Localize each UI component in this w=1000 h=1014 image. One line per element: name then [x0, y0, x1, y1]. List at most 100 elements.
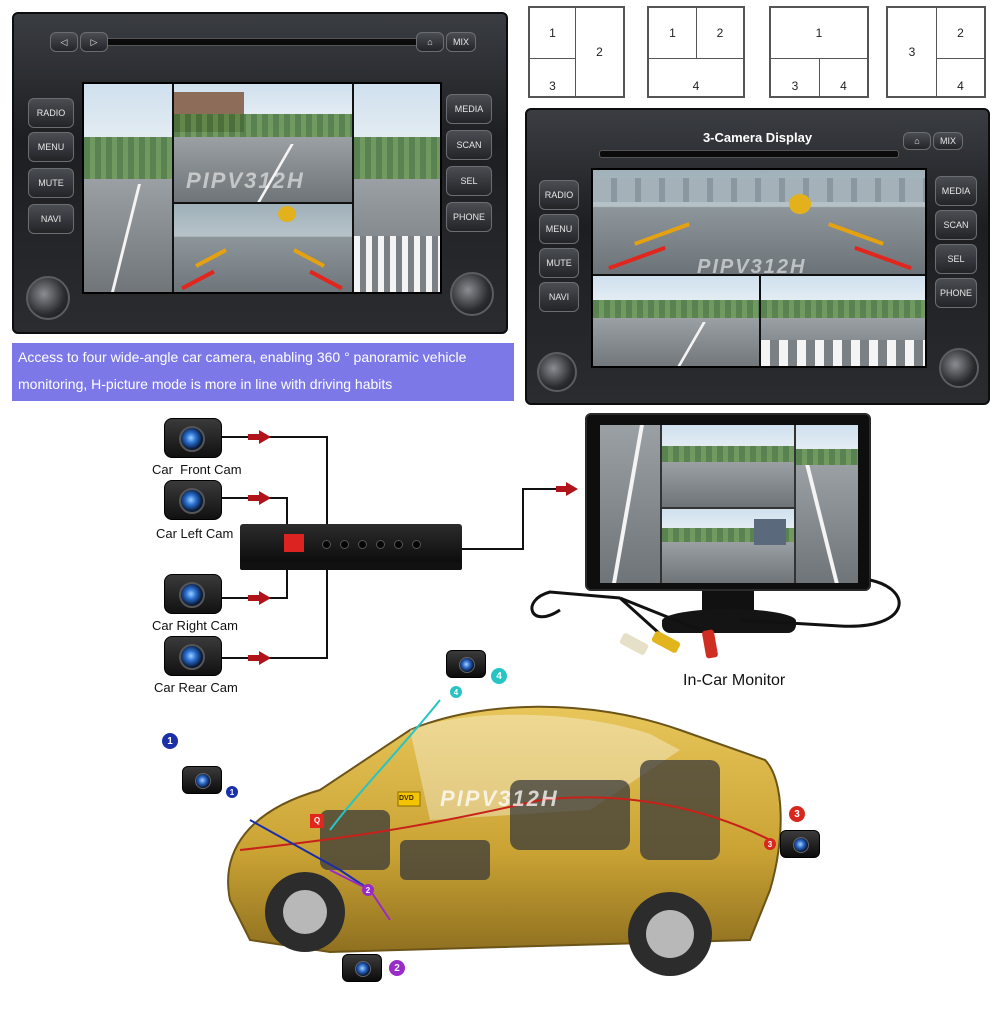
layout-cell: 4: [648, 58, 744, 97]
navi-button[interactable]: NAVI: [28, 204, 74, 234]
caption-banner: Access to four wide-angle car camera, en…: [12, 343, 514, 401]
marker-3-small: 3: [764, 838, 776, 850]
av-cable: [530, 578, 901, 636]
phone-button[interactable]: PHONE: [935, 278, 977, 308]
mix-button[interactable]: MIX: [446, 32, 476, 52]
prev-button[interactable]: ◁: [50, 32, 78, 52]
media-button[interactable]: MEDIA: [935, 176, 977, 206]
layout-cell: 1: [648, 7, 697, 59]
menu-button[interactable]: MENU: [539, 214, 579, 244]
camera-view-left: [600, 425, 660, 583]
port-icon: [340, 540, 349, 549]
signal-arrow: [556, 486, 568, 492]
cd-slot: [94, 38, 424, 46]
port-icon: [322, 540, 331, 549]
layout-diagram-3: 1 3 4: [769, 6, 869, 98]
left-camera-icon: [446, 650, 486, 678]
head-unit-left: ◁ ▷ ⌂ MIX RADIO MENU MUTE NAVI MEDIA SCA…: [12, 12, 508, 334]
right-camera-icon: [342, 954, 382, 982]
signal-arrow: [259, 491, 271, 505]
wire: [326, 436, 328, 526]
camera-view-right: [761, 276, 925, 366]
front-cam-label: Car Front Cam: [152, 462, 242, 477]
left-cam-label: Car Left Cam: [156, 526, 234, 541]
camera-view-right: [796, 425, 858, 583]
port-icon: [412, 540, 421, 549]
watermark: PIPV312H: [697, 256, 807, 278]
signal-arrow: [248, 495, 260, 501]
head-unit-right: 3-Camera Display ⌂ MIX RADIO MENU MUTE N…: [525, 108, 990, 405]
wire: [222, 436, 328, 438]
layout-diagram-4: 3 2 4: [886, 6, 986, 98]
layout-cell: 2: [575, 7, 624, 97]
mute-button[interactable]: MUTE: [28, 168, 74, 198]
front-camera-icon: [182, 766, 222, 794]
rear-cam-label: Car Rear Cam: [154, 680, 238, 695]
marker-2: 2: [389, 960, 405, 976]
volume-knob[interactable]: [939, 348, 979, 388]
layout-diagram-2: 1 2 4: [647, 6, 745, 98]
wire: [286, 497, 288, 527]
signal-arrow: [566, 482, 578, 496]
layout-cell: 4: [819, 58, 868, 97]
layout-diagram-1: 1 2 3: [528, 6, 625, 98]
signal-arrow: [248, 655, 260, 661]
camera-view-rear: [593, 170, 925, 274]
scan-button[interactable]: SCAN: [446, 130, 492, 160]
radio-button[interactable]: RADIO: [539, 180, 579, 210]
right-cam-label: Car Right Cam: [152, 618, 238, 633]
head-unit-screen: PIPV312H: [82, 82, 442, 294]
sel-button[interactable]: SEL: [446, 166, 492, 196]
front-camera-icon: [164, 418, 222, 458]
port-icon: [394, 540, 403, 549]
camera-view-left: [84, 84, 172, 292]
marker-2-small: 2: [362, 884, 374, 896]
multiplexer-box: [240, 524, 462, 568]
scan-button[interactable]: SCAN: [935, 210, 977, 240]
power-knob[interactable]: [537, 352, 577, 392]
layout-cell: 3: [770, 58, 820, 97]
right-camera-icon: [164, 574, 222, 614]
layout-cell: 4: [936, 58, 985, 97]
camera-view-rear: [662, 509, 794, 583]
car-cutaway-illustration: [227, 699, 782, 976]
cd-slot: [599, 150, 899, 158]
dvd-tag: DVD: [399, 795, 414, 802]
camera-view-rear: [174, 204, 352, 292]
camera-view-front: [174, 84, 352, 202]
marker-4-small: 4: [450, 686, 462, 698]
monitor-stand: [702, 591, 754, 611]
navi-button[interactable]: NAVI: [539, 282, 579, 312]
phone-button[interactable]: PHONE: [446, 202, 492, 232]
port-icon: [376, 540, 385, 549]
caption-text: Access to four wide-angle car camera, en…: [18, 349, 467, 392]
signal-arrow: [259, 430, 271, 444]
port-icon: [358, 540, 367, 549]
q-tag: Q: [314, 816, 321, 825]
power-knob[interactable]: [26, 276, 70, 320]
mix-button[interactable]: MIX: [933, 132, 963, 150]
monitor-label: In-Car Monitor: [683, 672, 786, 689]
home-button[interactable]: ⌂: [903, 132, 931, 150]
layout-cell: 2: [936, 7, 985, 59]
dip-switch[interactable]: [284, 534, 304, 552]
volume-knob[interactable]: [450, 272, 494, 316]
wire: [286, 568, 288, 599]
camera-view-left: [593, 276, 759, 366]
rear-camera-icon: [164, 636, 222, 676]
sel-button[interactable]: SEL: [935, 244, 977, 274]
wire: [222, 657, 328, 659]
media-button[interactable]: MEDIA: [446, 94, 492, 124]
layout-cell: 2: [696, 7, 744, 59]
next-button[interactable]: ▷: [80, 32, 108, 52]
marker-1: 1: [162, 733, 178, 749]
mute-button[interactable]: MUTE: [539, 248, 579, 278]
monitor-screen: [600, 425, 858, 583]
menu-button[interactable]: MENU: [28, 132, 74, 162]
radio-button[interactable]: RADIO: [28, 98, 74, 128]
layout-cell: 1: [529, 7, 576, 59]
multiplexer-flange: [240, 562, 462, 570]
signal-arrow: [248, 434, 260, 440]
home-button[interactable]: ⌂: [416, 32, 444, 52]
marker-1-small: 1: [226, 786, 238, 798]
